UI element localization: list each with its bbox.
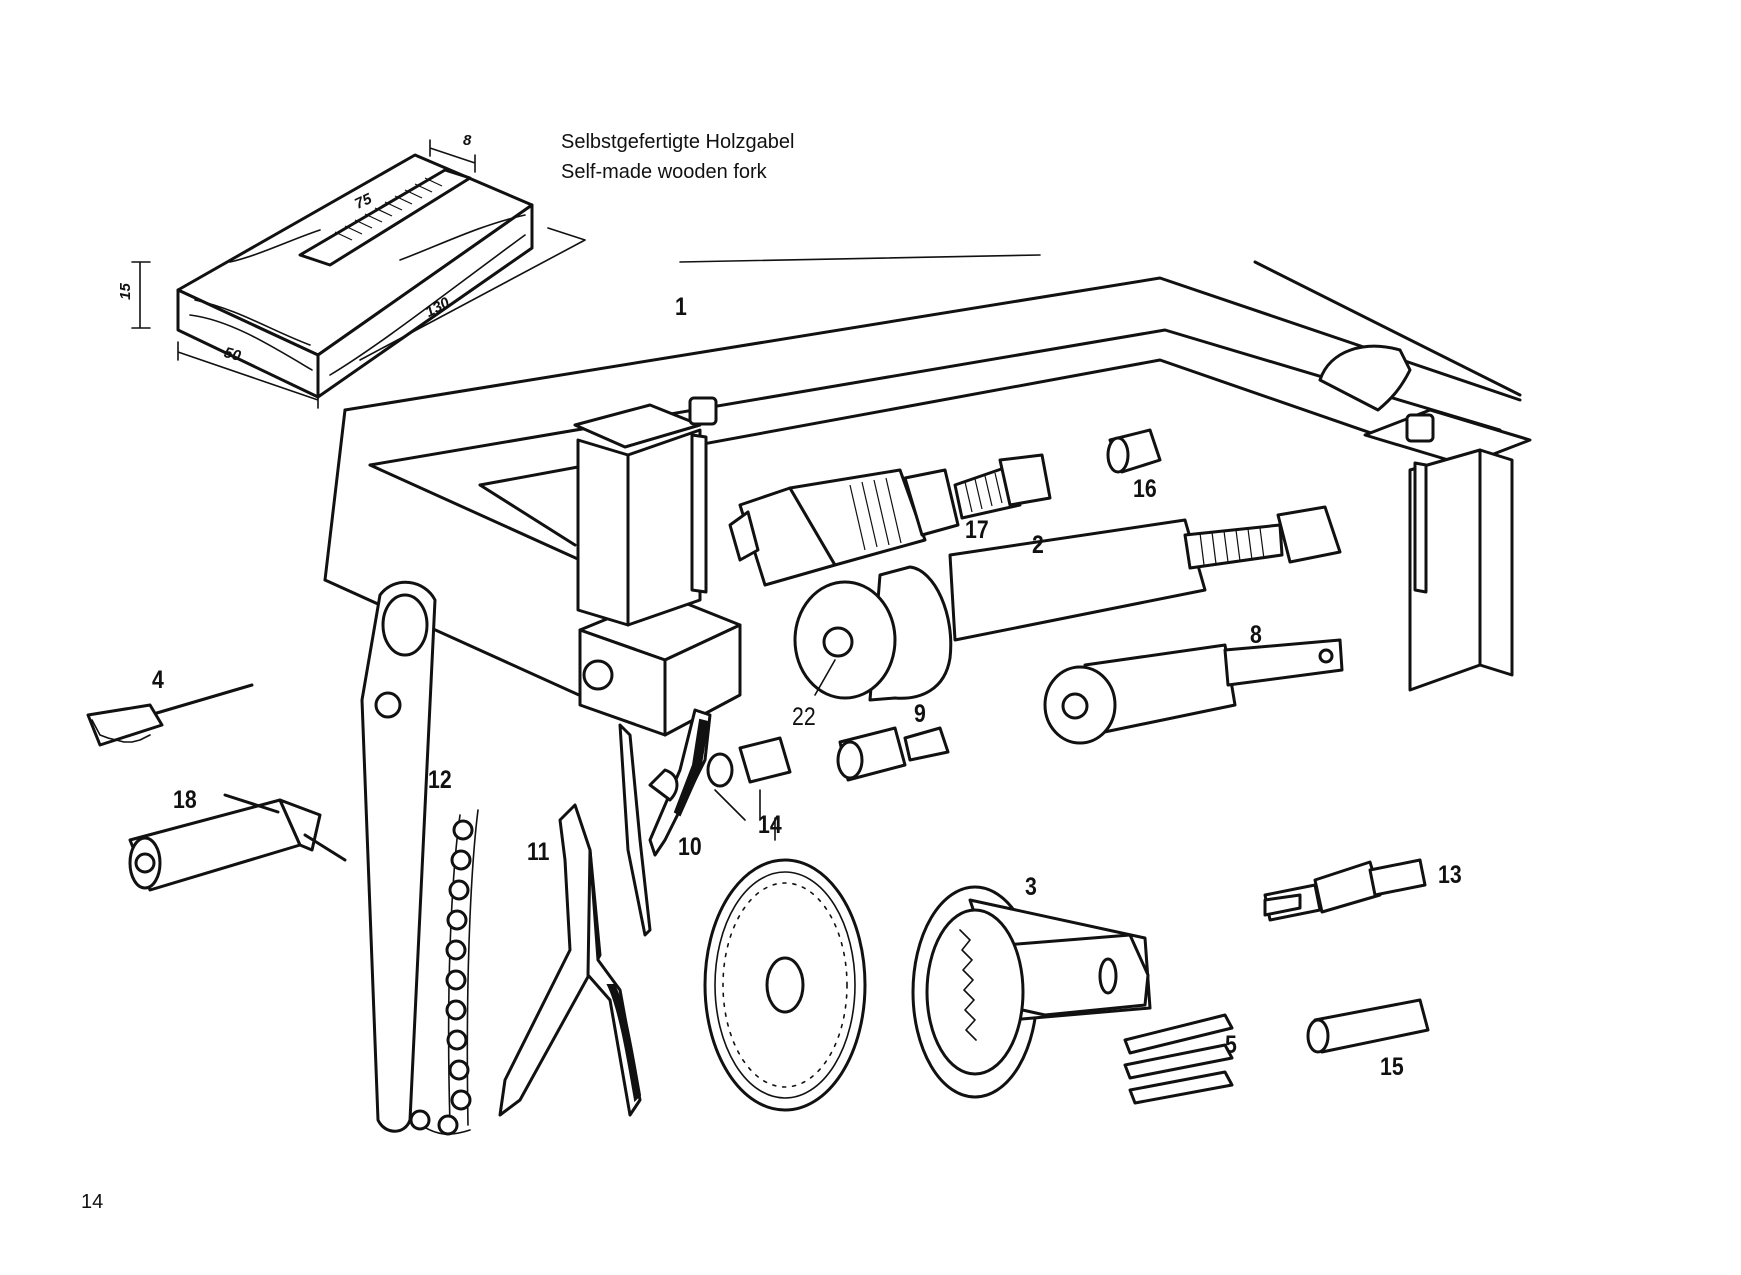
label-part-16: 16 <box>1133 475 1157 503</box>
caption-german: Selbstgefertigte Holzgabel <box>561 131 795 153</box>
part-11-pliers <box>498 803 642 1117</box>
part-16-bushing <box>1106 428 1162 474</box>
label-part-10: 10 <box>678 833 702 861</box>
part-10-pliers <box>618 708 712 937</box>
part-17-puller <box>728 453 1052 587</box>
degree-wheel <box>703 858 867 1112</box>
label-part-13: 13 <box>1438 861 1462 889</box>
part-15-sleeve <box>1306 998 1430 1054</box>
label-part-2: 2 <box>1032 531 1044 559</box>
part-2-puller <box>793 505 1342 702</box>
leader-lines <box>774 659 836 841</box>
label-part-14: 14 <box>758 811 782 839</box>
label-part-8: 8 <box>1250 621 1262 649</box>
label-part-12: 12 <box>428 766 452 794</box>
label-part-3: 3 <box>1025 873 1037 901</box>
page-number: 14 <box>81 1191 104 1213</box>
part-5-pins <box>1123 1013 1234 1105</box>
part-8-puller <box>1043 638 1344 745</box>
label-part-22: 22 <box>792 703 816 731</box>
part-3-holder <box>911 885 1152 1099</box>
label-part-4: 4 <box>152 666 164 694</box>
part-4-tool <box>86 683 254 747</box>
label-part-18: 18 <box>173 786 197 814</box>
caption-english: Self-made wooden fork <box>561 161 767 183</box>
part-9-adapter <box>836 726 950 782</box>
label-part-5: 5 <box>1225 1031 1237 1059</box>
part-14-drift <box>706 736 792 821</box>
wooden-fork-drawing <box>131 139 586 409</box>
label-part-17: 17 <box>965 516 989 544</box>
dim-width: 50 <box>222 344 243 365</box>
label-part-9: 9 <box>914 700 926 728</box>
label-part-15: 15 <box>1380 1053 1404 1081</box>
label-part-1: 1 <box>675 293 687 321</box>
label-part-11: 11 <box>527 838 550 866</box>
engine-frame <box>323 254 1532 737</box>
dim-slot-width: 8 <box>463 132 472 149</box>
part-13-drift <box>1263 858 1427 922</box>
part-12-chain-wrench <box>360 580 479 1136</box>
dim-thickness: 15 <box>116 283 134 300</box>
part-18-box-wrench <box>128 793 347 892</box>
